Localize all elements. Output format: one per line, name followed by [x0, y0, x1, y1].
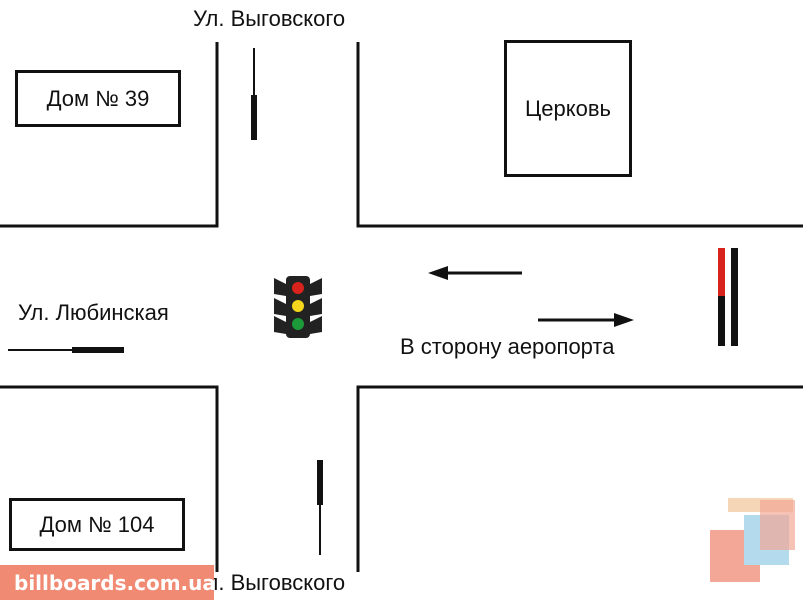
- red-light: [292, 282, 304, 294]
- street-label-vyhovskoho-bottom: Ул. Выговского: [193, 570, 346, 595]
- road-curbs: [0, 42, 803, 572]
- traffic-light-icon: [274, 276, 322, 338]
- building-house-39-label: Дом № 39: [46, 85, 150, 111]
- lane-markers: [8, 48, 323, 555]
- building-church-label: Церковь: [524, 95, 611, 121]
- building-church: Церковь: [504, 40, 632, 177]
- billboard-marker-icon: [718, 248, 738, 346]
- watermark-text: billboards.com.ua: [0, 565, 216, 600]
- curb-top-right: [356, 42, 803, 228]
- direction-label-airport: В сторону аеропорта: [400, 334, 615, 359]
- green-light: [292, 318, 304, 330]
- arrow-left: [428, 266, 522, 280]
- watermark-logo-icon: [710, 498, 795, 582]
- street-label-lyubinskaya: Ул. Любинская: [18, 300, 169, 325]
- building-house-104-label: Дом № 104: [39, 511, 155, 537]
- building-house-104: Дом № 104: [9, 498, 185, 551]
- yellow-light: [292, 300, 304, 312]
- curb-top-left: [0, 42, 219, 228]
- arrow-right: [538, 313, 634, 327]
- direction-arrows: [428, 266, 634, 327]
- street-label-vyhovskoho-top: Ул. Выговского: [193, 6, 346, 31]
- building-house-39: Дом № 39: [15, 70, 181, 127]
- curb-bottom-left: [0, 385, 219, 572]
- curb-bottom-right: [356, 385, 803, 572]
